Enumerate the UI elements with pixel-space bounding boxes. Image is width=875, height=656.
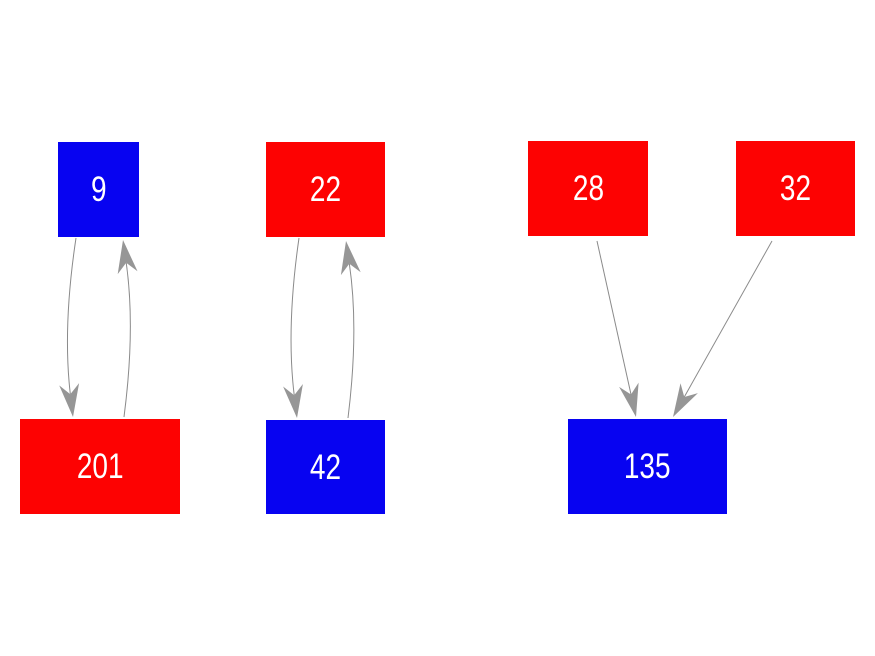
arrowhead-icon [673, 383, 698, 417]
node-label: 32 [779, 169, 812, 208]
edge-28-135 [596, 240, 639, 417]
edge-line [290, 237, 300, 396]
arrowhead-icon [619, 382, 639, 417]
edge-line [66, 237, 77, 395]
arrowhead-icon [117, 240, 138, 275]
node-42: 42 [266, 420, 385, 514]
node-32: 32 [736, 141, 855, 236]
node-label: 22 [309, 170, 342, 209]
edge-line [347, 263, 355, 419]
node-9: 9 [58, 142, 139, 237]
arrowhead-icon [283, 384, 303, 418]
edge-line [683, 240, 773, 398]
node-201: 201 [20, 419, 180, 514]
edge-line [123, 262, 131, 418]
arrowhead-icon [59, 383, 80, 417]
node-label: 9 [90, 170, 107, 209]
edge-32-135 [673, 240, 773, 417]
node-label: 42 [309, 447, 342, 487]
edge-22-42 [283, 237, 303, 418]
node-label: 201 [76, 447, 124, 486]
edge-42-22 [340, 241, 361, 419]
node-28: 28 [528, 141, 648, 236]
arrowhead-icon [340, 241, 361, 276]
node-label: 135 [624, 447, 671, 486]
node-label: 28 [572, 169, 604, 208]
edge-9-201 [59, 237, 80, 417]
node-135: 135 [568, 419, 727, 514]
node-22: 22 [266, 142, 385, 237]
edge-201-9 [117, 240, 138, 418]
edge-line [596, 240, 632, 395]
